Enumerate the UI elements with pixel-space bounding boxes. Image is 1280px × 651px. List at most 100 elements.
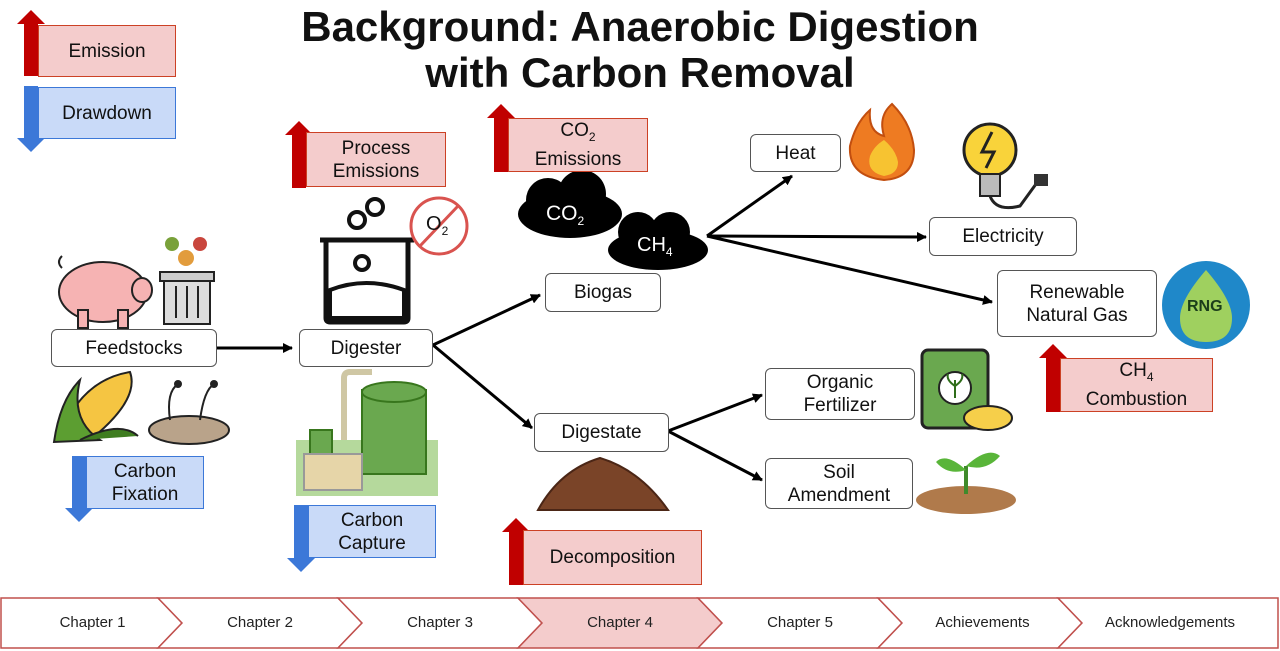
fertilizer-bag-icon xyxy=(920,348,1013,431)
co2-emissions-line-2: Emissions xyxy=(534,149,622,171)
arrow-biogas-electricity xyxy=(706,231,927,242)
node-electricity-label: Electricity xyxy=(962,226,1044,247)
nav-chapter-1[interactable]: Chapter 1 xyxy=(59,613,126,631)
soil-sprouts-icon xyxy=(148,380,230,445)
ch4-cloud-sub: 4 xyxy=(665,245,673,259)
process-emissions-tag: Process Emissions xyxy=(306,132,446,187)
digester-plant-icon xyxy=(296,369,438,496)
node-biogas: Biogas xyxy=(545,273,661,312)
co2-emissions-arrow xyxy=(494,118,508,172)
carbon-capture-arrow xyxy=(294,505,308,558)
co2-emissions-base: CO xyxy=(560,119,589,141)
carbon-fixation-arrow xyxy=(72,456,86,508)
ch4-combustion-line-2: Combustion xyxy=(1085,389,1188,411)
carbon-fixation-line-1: Carbon xyxy=(113,460,177,482)
process-emissions-line-2: Emissions xyxy=(332,160,420,182)
nav-acknowledgements[interactable]: Acknowledgements xyxy=(1104,613,1236,631)
title-line-1: Background: Anaerobic Digestion xyxy=(301,3,979,50)
co2-cloud-base: CO xyxy=(546,202,578,225)
node-organic-fertilizer: Organic Fertilizer xyxy=(765,368,915,420)
node-organic-fertilizer-line-1: Organic xyxy=(806,372,874,393)
chapter-nav-shapes xyxy=(0,597,1279,649)
ch4-cloud-base: CH xyxy=(637,234,666,256)
node-soil-amendment-line-2: Amendment xyxy=(787,484,891,506)
carbon-fixation-arrow-head xyxy=(65,508,93,522)
ch4-combustion-base: CH xyxy=(1119,359,1147,381)
ch4-combustion-tag: CH4 Combustion xyxy=(1060,358,1213,412)
node-digestate-label: Digestate xyxy=(561,422,642,443)
o2-base: O xyxy=(426,213,442,235)
process-emissions-arrow-head xyxy=(285,121,313,135)
title-line-2: with Carbon Removal xyxy=(425,49,855,96)
nav-chapter-5[interactable]: Chapter 5 xyxy=(767,613,833,631)
compost-pile-icon xyxy=(536,456,670,511)
rng-badge-label: RNG xyxy=(1187,298,1223,315)
o2-sub: 2 xyxy=(441,224,449,238)
legend-red-arrow-head xyxy=(17,10,45,24)
carbon-capture-line-1: Carbon xyxy=(340,509,404,531)
arrow-biogas-rng xyxy=(706,234,993,305)
ch4-cloud-icon xyxy=(608,212,708,270)
node-rng-line-2: Natural Gas xyxy=(1026,304,1128,326)
process-emissions-arrow xyxy=(292,135,306,188)
ch4-combustion-sub: 4 xyxy=(1146,369,1154,384)
arrow-digester-digestate xyxy=(432,343,533,430)
no-oxygen-icon xyxy=(409,196,469,256)
arrow-digestate-soil xyxy=(667,429,763,482)
pig-icon xyxy=(58,255,153,329)
flow-arrows xyxy=(217,174,993,482)
light-bulb-icon xyxy=(962,122,1048,210)
node-heat: Heat xyxy=(750,134,841,172)
decomposition-arrow xyxy=(509,532,523,585)
chapter-nav: Chapter 1 Chapter 2 Chapter 3 Chapter 4 … xyxy=(0,596,1280,651)
flow-diagram xyxy=(17,10,1250,585)
node-biogas-label: Biogas xyxy=(573,282,633,303)
decomposition-arrow-head xyxy=(502,518,530,532)
node-rng-line-1: Renewable xyxy=(1029,281,1125,303)
nav-chapter-3[interactable]: Chapter 3 xyxy=(407,613,473,631)
legend-blue-arrow-head xyxy=(17,138,45,152)
node-renewable-natural-gas: Renewable Natural Gas xyxy=(997,270,1157,337)
node-digester-label: Digester xyxy=(330,337,402,359)
legend-emission-label: Emission xyxy=(68,40,146,62)
node-soil-amendment-line-1: Soil xyxy=(823,461,855,483)
node-soil-amendment: Soil Amendment xyxy=(765,458,913,509)
legend-red-arrow-shaft xyxy=(24,24,38,76)
carbon-fixation-line-2: Fixation xyxy=(111,483,179,505)
o2-label: O2 xyxy=(426,213,448,238)
carbon-fixation-tag: Carbon Fixation xyxy=(86,456,204,509)
nav-chapter-4[interactable]: Chapter 4 xyxy=(587,613,653,631)
legend-emission: Emission xyxy=(38,25,176,77)
ch4-combustion-line-1: CH4 xyxy=(1119,359,1153,389)
legend-blue-arrow-shaft xyxy=(24,86,38,138)
nav-crumb-shape xyxy=(1056,597,1279,649)
rng-badge-icon xyxy=(1162,261,1250,349)
co2-emissions-sub: 2 xyxy=(588,129,596,144)
carbon-capture-arrow-head xyxy=(287,558,315,572)
co2-cloud-label: CO2 xyxy=(546,202,584,228)
node-digester: Digester xyxy=(299,329,433,367)
fire-icon xyxy=(848,102,916,182)
nav-chapter-2[interactable]: Chapter 2 xyxy=(227,613,293,631)
arrow-biogas-heat xyxy=(706,174,793,238)
trash-bin-icon xyxy=(159,237,215,325)
co2-cloud-icon xyxy=(518,170,622,238)
nav-achievements[interactable]: Achievements xyxy=(935,613,1030,631)
ch4-cloud-label: CH4 xyxy=(637,234,673,259)
node-electricity: Electricity xyxy=(929,217,1077,256)
arrow-digestate-fertilizer xyxy=(667,393,763,433)
co2-cloud-sub: 2 xyxy=(577,214,585,229)
decomposition-tag: Decomposition xyxy=(523,530,702,585)
legend-drawdown: Drawdown xyxy=(38,87,176,139)
arrow-digester-biogas xyxy=(432,293,541,347)
beaker-icon xyxy=(320,197,414,325)
carbon-capture-tag: Carbon Capture xyxy=(308,505,436,558)
co2-emissions-tag: CO2 Emissions xyxy=(508,118,648,172)
ch4-combustion-arrow-head xyxy=(1039,344,1067,358)
seedling-icon xyxy=(916,452,1016,514)
ch4-combustion-arrow xyxy=(1046,358,1060,412)
decomposition-label: Decomposition xyxy=(549,547,676,568)
page-title: Background: Anaerobic Digestion with Car… xyxy=(230,4,1050,96)
node-heat-label: Heat xyxy=(775,142,816,164)
legend-drawdown-label: Drawdown xyxy=(62,102,152,124)
